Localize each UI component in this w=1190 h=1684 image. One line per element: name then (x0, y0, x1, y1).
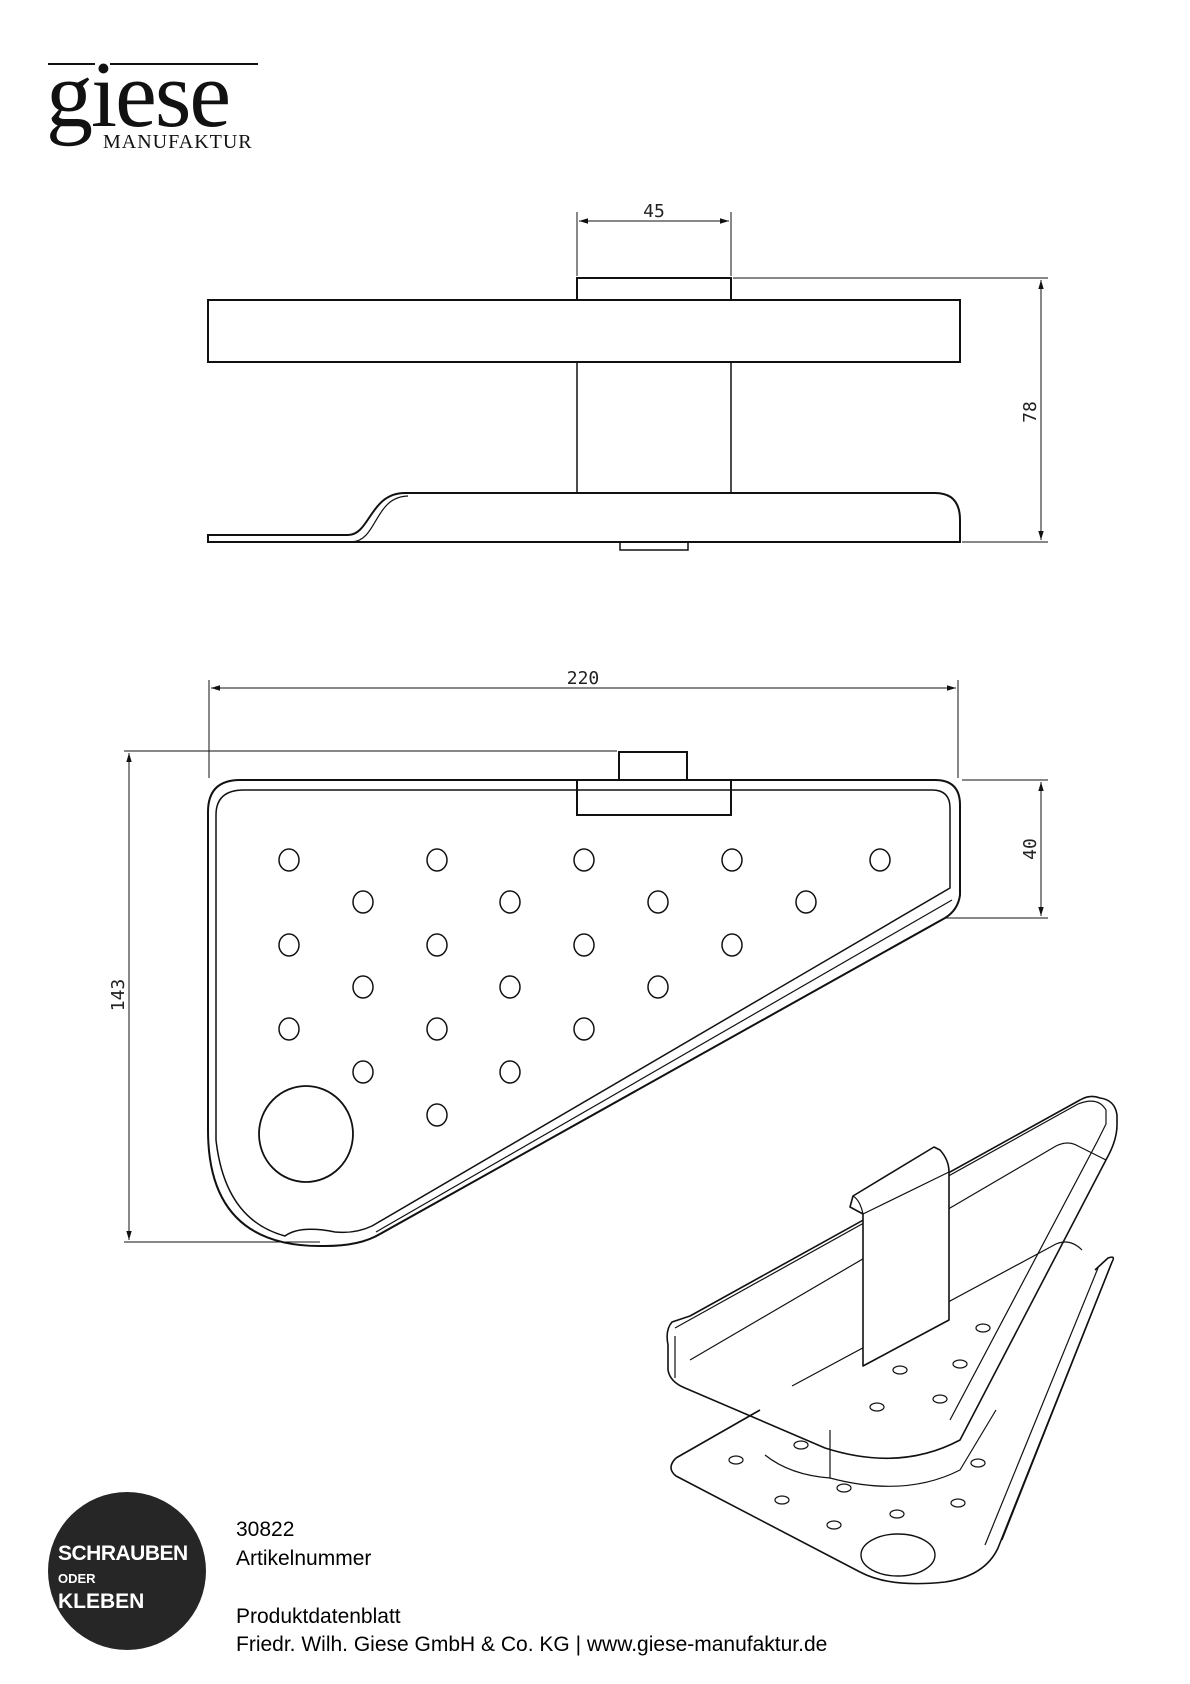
top-view-holder-tab (618, 751, 688, 781)
dim-label-depth-143: 143 (108, 979, 129, 1012)
dim-45 (576, 212, 732, 276)
iso-holder (849, 1146, 950, 1367)
logo-rule-right (110, 63, 258, 65)
top-view-inner-rim (215, 789, 951, 1237)
logo-rule-left (48, 63, 95, 65)
dim-78 (733, 277, 1048, 543)
side-view-shelf-top (207, 299, 961, 363)
logo-wordmark: giese (46, 43, 231, 147)
document-title: Produktdatenblatt (236, 1605, 401, 1628)
dim-label-height-78: 78 (1020, 401, 1041, 423)
dim-143 (124, 750, 617, 1243)
dim-label-width-220: 220 (567, 668, 600, 689)
drain-holes (278, 848, 891, 1127)
large-opening (258, 1085, 354, 1183)
badge-line-screw: SCHRAUBEN (58, 1542, 188, 1565)
dim-label-offset-40: 40 (1020, 838, 1041, 860)
company-line: Friedr. Wilh. Giese GmbH & Co. KG | www.… (236, 1633, 828, 1656)
logo-subline: MANUFAKTUR (103, 131, 253, 153)
dim-40 (945, 779, 1048, 919)
article-number: 30822 (236, 1518, 295, 1541)
top-view-outer-rim (207, 779, 961, 1247)
side-view (207, 277, 961, 551)
iso-base-plate (670, 1256, 1115, 1585)
dim-220 (208, 680, 959, 778)
iso-large-opening (860, 1533, 936, 1577)
iso-basket-rim (666, 1095, 1118, 1460)
side-view-screw-tab (619, 541, 689, 551)
badge-line-glue: KLEBEN (58, 1590, 145, 1613)
side-view-holder-cap (576, 277, 732, 301)
side-view-base-plate (207, 492, 961, 543)
isometric-view (666, 1095, 1118, 1585)
top-view-holder (576, 779, 732, 816)
top-view (207, 751, 961, 1247)
article-number-label: Artikelnummer (236, 1547, 372, 1570)
dim-label-width-45: 45 (643, 201, 665, 222)
brand-logo: giese MANUFAKTUR (46, 48, 258, 160)
mounting-badge: SCHRAUBEN ODER KLEBEN (48, 1492, 206, 1650)
badge-line-or: ODER (58, 1571, 96, 1586)
